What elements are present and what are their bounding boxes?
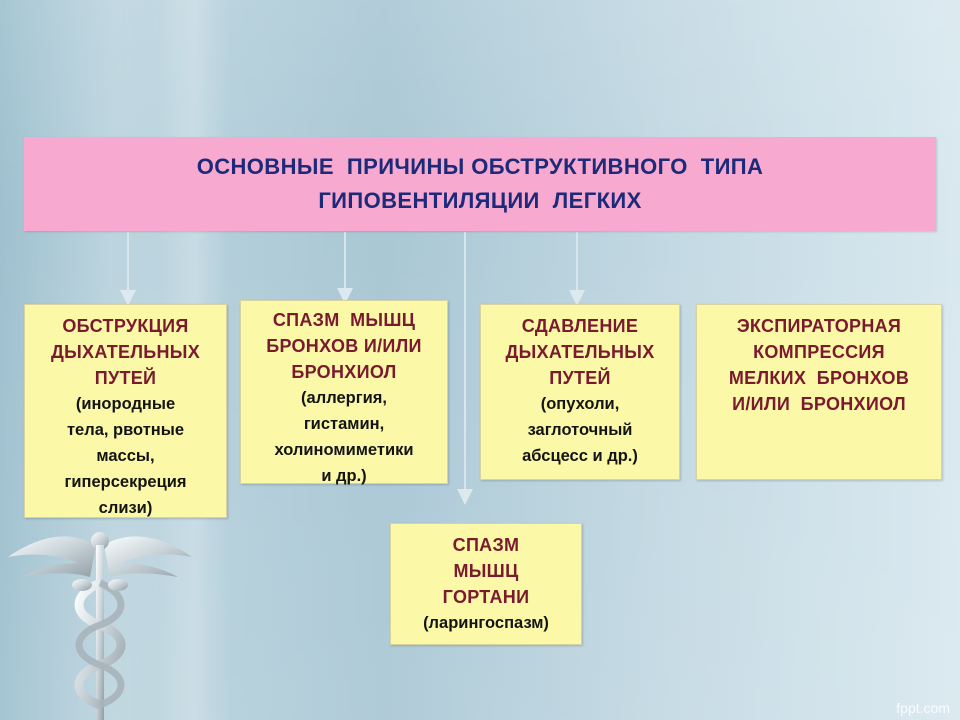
card-laryngeal-spasm: СПАЗМ МЫШЦ ГОРТАНИ (ларингоспазм) xyxy=(390,523,582,645)
card-expiratory-compression: ЭКСПИРАТОРНАЯ КОМПРЕССИЯ МЕЛКИХ БРОНХОВ … xyxy=(696,304,942,480)
card-main-line: МЕЛКИХ БРОНХОВ xyxy=(729,365,909,391)
card-sub-line: абсцесс и др.) xyxy=(522,443,638,469)
card-sub-line: и др.) xyxy=(321,463,366,489)
card-main-line: СДАВЛЕНИЕ xyxy=(522,313,638,339)
card-airway-obstruction: ОБСТРУКЦИЯ ДЫХАТЕЛЬНЫХ ПУТЕЙ (инородные … xyxy=(24,304,227,518)
watermark: fppt.com xyxy=(896,700,950,716)
card-main-line: ДЫХАТЕЛЬНЫХ xyxy=(505,339,654,365)
card-main-line: СПАЗМ МЫШЦ xyxy=(273,307,415,333)
title-box: ОСНОВНЫЕ ПРИЧИНЫ ОБСТРУКТИВНОГО ТИПА ГИП… xyxy=(24,137,936,231)
card-airway-compression: СДАВЛЕНИЕ ДЫХАТЕЛЬНЫХ ПУТЕЙ (опухоли, за… xyxy=(480,304,680,480)
card-main-line: ДЫХАТЕЛЬНЫХ xyxy=(51,339,200,365)
card-main-line: И/ИЛИ БРОНХИОЛ xyxy=(732,391,906,417)
card-sub-line: (опухоли, xyxy=(541,391,620,417)
card-bronchial-spasm: СПАЗМ МЫШЦ БРОНХОВ И/ИЛИ БРОНХИОЛ (аллер… xyxy=(240,300,448,484)
card-sub-line: заглоточный xyxy=(528,417,633,443)
card-main-line: МЫШЦ xyxy=(453,558,518,584)
card-sub-line: (ларингоспазм) xyxy=(423,610,549,636)
card-sub-line: массы, xyxy=(96,443,154,469)
card-main-line: БРОНХИОЛ xyxy=(291,359,396,385)
card-main-line: ГОРТАНИ xyxy=(443,584,530,610)
title-line-2: ГИПОВЕНТИЛЯЦИИ ЛЕГКИХ xyxy=(318,184,641,218)
card-main-line: СПАЗМ xyxy=(453,532,520,558)
card-sub-line: (инородные xyxy=(76,391,175,417)
card-main-line: КОМПРЕССИЯ xyxy=(753,339,885,365)
card-main-line: ЭКСПИРАТОРНАЯ xyxy=(737,313,901,339)
card-main-line: ПУТЕЙ xyxy=(95,365,157,391)
card-sub-line: тела, рвотные xyxy=(67,417,184,443)
card-sub-line: гиперсекреция xyxy=(64,469,186,495)
card-main-line: БРОНХОВ И/ИЛИ xyxy=(266,333,422,359)
card-sub-line: (аллергия, xyxy=(301,385,387,411)
title-line-1: ОСНОВНЫЕ ПРИЧИНЫ ОБСТРУКТИВНОГО ТИПА xyxy=(197,150,764,184)
caduceus-icon xyxy=(0,505,200,720)
card-sub-line: гистамин, xyxy=(304,411,384,437)
card-main-line: ПУТЕЙ xyxy=(549,365,611,391)
card-sub-line: холиномиметики xyxy=(274,437,413,463)
card-main-line: ОБСТРУКЦИЯ xyxy=(62,313,188,339)
